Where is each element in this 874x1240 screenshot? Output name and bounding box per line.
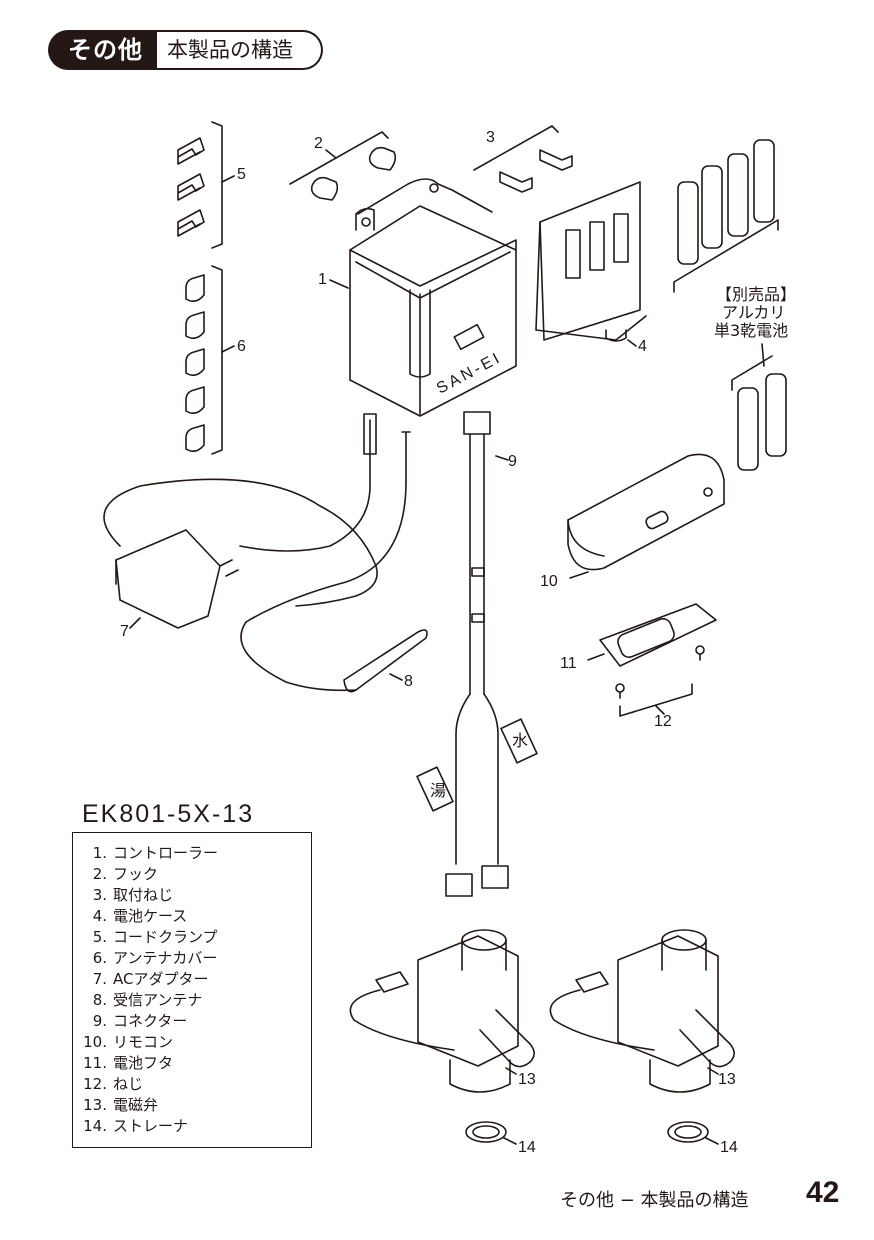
part-name: 電磁弁 [113, 1096, 159, 1114]
battery-note-line1: 【別売品】 [716, 285, 796, 304]
callout-5: 5 [237, 166, 246, 183]
callout-9: 9 [508, 453, 517, 470]
part-name: アンテナカバー [113, 949, 218, 967]
part-name: コードクランプ [113, 928, 218, 946]
section-title: 本製品の構造 [157, 30, 323, 70]
remote-control-illustration [567, 453, 725, 579]
parts-list-item: 6. アンテナカバー [73, 948, 311, 969]
part-number: 3. [92, 886, 107, 904]
battery-cover-illustration [587, 603, 717, 667]
section-header: その他 本製品の構造 [48, 30, 323, 70]
part-number: 10. [83, 1033, 107, 1051]
part-number: 8. [92, 991, 107, 1009]
callout-8: 8 [404, 673, 413, 690]
cold-tag: 水 [512, 731, 528, 750]
part-name: ストレーナ [113, 1117, 189, 1135]
battery-illustration [673, 139, 787, 471]
antenna-cover-illustration [185, 265, 235, 455]
callout-2: 2 [314, 135, 323, 152]
parts-list-item: 2. フック [73, 864, 311, 885]
cord-clamp-illustration [177, 121, 235, 249]
callout-12: 12 [654, 713, 672, 730]
part-name: コネクター [113, 1012, 188, 1030]
solenoid-valve-illustration-right [549, 929, 735, 1093]
part-number: 7. [92, 970, 107, 988]
connector-illustration [445, 411, 509, 897]
callout-13-left: 13 [518, 1071, 536, 1088]
parts-list-item: 10. リモコン [73, 1032, 311, 1053]
parts-list: 1. コントローラー 2. フック 3. 取付ねじ 4. 電池ケース 5. コードクランプ 6. アン… [73, 843, 311, 1137]
strainer-illustration-left [465, 1121, 517, 1145]
part-name: 電池フタ [113, 1054, 174, 1072]
parts-list-item: 3. 取付ねじ [73, 885, 311, 906]
part-number: 1. [92, 844, 107, 862]
solenoid-valve-illustration-left [349, 929, 535, 1093]
parts-list-item: 14. ストレーナ [73, 1116, 311, 1137]
callout-11: 11 [560, 655, 577, 672]
screw-illustration [473, 125, 573, 193]
section-category: その他 [48, 30, 157, 70]
hot-tag: 湯 [430, 781, 446, 800]
footer-title: その他 − 本製品の構造 [560, 1190, 749, 1211]
parts-legend: 1. コントローラー 2. フック 3. 取付ねじ 4. 電池ケース 5. コードクランプ 6. アン… [72, 832, 312, 1148]
battery-case-illustration [535, 181, 647, 347]
part-number: 13. [83, 1096, 107, 1114]
parts-list-item: 8. 受信アンテナ [73, 990, 311, 1011]
part-number: 12. [83, 1075, 107, 1093]
page-number: 42 [806, 1176, 840, 1209]
part-number: 5. [92, 928, 107, 946]
model-number: EK801-5X-13 [82, 800, 255, 828]
callout-10: 10 [540, 573, 558, 590]
part-name: コントローラー [113, 844, 219, 862]
callout-7: 7 [120, 623, 129, 640]
part-name: ACアダプター [113, 970, 209, 988]
hook-illustration [289, 131, 397, 201]
callout-1: 1 [318, 271, 327, 288]
callout-4: 4 [638, 338, 647, 355]
callout-6: 6 [237, 338, 246, 355]
callout-14-right: 14 [720, 1139, 738, 1156]
part-number: 14. [83, 1117, 107, 1135]
small-screw-illustration [615, 645, 705, 717]
part-name: 電池ケース [113, 907, 188, 925]
part-number: 9. [92, 1012, 107, 1030]
parts-list-item: 4. 電池ケース [73, 906, 311, 927]
ac-adapter-illustration [103, 413, 378, 629]
battery-note-line2: アルカリ [722, 303, 785, 322]
part-name: リモコン [113, 1033, 174, 1051]
receiver-antenna-illustration [240, 431, 428, 693]
parts-list-item: 7. ACアダプター [73, 969, 311, 990]
part-number: 2. [92, 865, 107, 883]
part-number: 11. [83, 1054, 107, 1072]
callout-13-right: 13 [718, 1071, 736, 1088]
strainer-illustration-right [667, 1121, 719, 1145]
battery-note-line3: 単3乾電池 [714, 321, 788, 340]
part-name: 受信アンテナ [113, 991, 203, 1009]
parts-list-item: 12. ねじ [73, 1074, 311, 1095]
part-number: 4. [92, 907, 107, 925]
callout-3: 3 [486, 129, 495, 146]
controller-illustration [329, 178, 517, 417]
parts-list-item: 9. コネクター [73, 1011, 311, 1032]
parts-list-item: 13. 電磁弁 [73, 1095, 311, 1116]
parts-list-item: 11. 電池フタ [73, 1053, 311, 1074]
part-number: 6. [92, 949, 107, 967]
part-name: ねじ [113, 1075, 144, 1093]
parts-list-item: 1. コントローラー [73, 843, 311, 864]
part-name: 取付ねじ [113, 886, 174, 904]
parts-list-item: 5. コードクランプ [73, 927, 311, 948]
callout-14-left: 14 [518, 1139, 536, 1156]
part-name: フック [113, 865, 159, 883]
